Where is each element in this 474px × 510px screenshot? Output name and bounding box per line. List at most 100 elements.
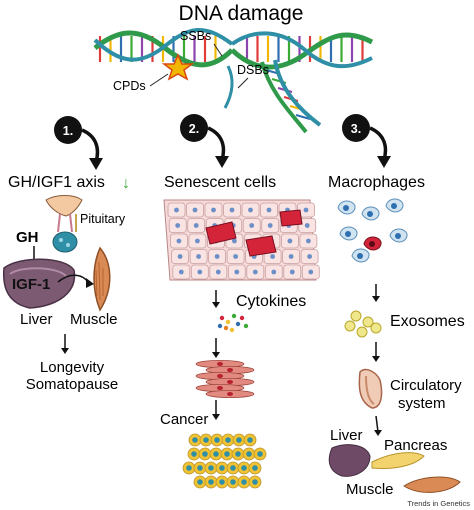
dna-helix-illustration	[93, 28, 374, 134]
label-exosomes: Exosomes	[390, 313, 465, 330]
helix-strand-tail-b	[260, 61, 308, 134]
tumor-nucleus	[197, 479, 203, 485]
label-muscle-3: Muscle	[346, 481, 394, 498]
tumor-nucleus	[236, 437, 242, 443]
exosome-particle	[370, 322, 382, 334]
senescent-tissue-illustration	[163, 199, 320, 281]
pancreas-organ-icon	[371, 452, 425, 469]
cell-nucleus	[211, 207, 216, 213]
cytokine-particle	[229, 327, 235, 333]
label-somatopause: Somatopause	[26, 376, 119, 393]
label-pituitary: Pituitary	[80, 212, 126, 226]
macrophage-cluster	[337, 198, 408, 263]
cell-nucleus	[232, 238, 237, 244]
tumor-nucleus	[230, 465, 236, 471]
muscle-organ-icon	[403, 476, 461, 493]
tumor-cell-mass	[182, 433, 267, 489]
pathway-2-arrowhead	[215, 156, 229, 168]
svg-text:3.: 3.	[351, 122, 361, 136]
helix-strand-right-b	[230, 31, 373, 69]
label-ssbs: SSBs	[180, 29, 211, 43]
cell-nucleus	[303, 207, 309, 213]
base-pair	[295, 114, 311, 120]
tumor-nucleus	[241, 465, 247, 471]
helix-strand-left-b	[93, 28, 234, 62]
cell-nucleus	[175, 223, 181, 228]
tumor-nucleus	[214, 437, 220, 443]
svg-text:1.: 1.	[63, 124, 73, 138]
cytokine-particle	[243, 323, 249, 329]
cell-nucleus	[252, 269, 258, 275]
macrophage-nucleus	[345, 231, 351, 237]
tumor-nucleus	[208, 465, 214, 471]
label-igf1: IGF-1	[12, 276, 50, 293]
label-dsbs: DSBs	[237, 63, 269, 77]
organs-arrowhead	[374, 430, 382, 436]
cell-nucleus	[214, 254, 220, 259]
macrophage-nucleus	[369, 241, 375, 247]
cell-nucleus	[270, 254, 275, 259]
ssbs-pointer	[213, 43, 223, 57]
macrophage-nucleus	[343, 205, 349, 211]
tumor-nucleus	[257, 451, 263, 457]
muscle-fibres	[95, 261, 104, 301]
figure-title: DNA damage	[179, 2, 304, 25]
organs-arrow	[375, 415, 379, 433]
pathway-3-badge: 3.	[342, 114, 370, 142]
fibroblast-nucleus	[217, 362, 223, 366]
tumor-nucleus	[202, 451, 208, 457]
cytokine-particles	[217, 313, 249, 333]
cell-nucleus	[287, 238, 293, 244]
tumor-nucleus	[225, 437, 231, 443]
pathway-3-arrow	[369, 126, 388, 161]
label-longevity: Longevity	[40, 359, 105, 376]
fibroblast-nucleus	[217, 374, 223, 378]
tumor-nucleus	[186, 465, 192, 471]
tissue-cell-grid	[167, 202, 320, 280]
cell-nucleus	[197, 269, 203, 275]
cell-nucleus	[271, 269, 277, 275]
tumor-nucleus	[246, 451, 252, 457]
tumor-nucleus	[224, 451, 230, 457]
cell-nucleus	[304, 223, 310, 228]
exosome-particles	[344, 310, 382, 338]
exosome-particle	[356, 326, 368, 338]
pathway-1-badge: 1.	[54, 116, 82, 144]
helix-broken-end	[223, 65, 234, 109]
cell-nucleus	[192, 207, 198, 213]
liver-organ-icon	[328, 444, 371, 477]
label-cytokines: Cytokines	[236, 293, 306, 310]
cytokine-particle	[217, 323, 223, 329]
tumor-nucleus	[197, 465, 203, 471]
label-liver-1: Liver	[20, 311, 53, 328]
senescent-cell-2	[245, 235, 277, 257]
cell-nucleus	[249, 223, 255, 228]
exosome-particle	[344, 320, 356, 332]
svg-text:2.: 2.	[189, 122, 199, 136]
cytokine-particle	[223, 325, 229, 331]
tumor-nucleus	[192, 437, 198, 443]
dsbs-pointer	[237, 77, 249, 89]
cytokine-particle	[225, 319, 231, 325]
cell-nucleus	[266, 207, 272, 213]
cytokines-arrowhead	[212, 302, 220, 308]
decrease-arrow-icon: ↓	[122, 175, 130, 192]
cell-nucleus	[288, 254, 294, 259]
tumor-nucleus	[213, 451, 219, 457]
tumor-nucleus	[230, 479, 236, 485]
fibroblast-nucleus	[217, 386, 223, 390]
cell-nucleus	[234, 269, 240, 275]
cell-nucleus	[177, 254, 183, 259]
cell-nucleus	[178, 269, 184, 275]
senescent-cell-3	[279, 209, 303, 227]
senescent-cell-1	[205, 221, 237, 245]
exosomes-arrowhead	[372, 296, 380, 302]
cpd-lesion-star-icon	[161, 53, 195, 81]
cytokine-particle	[239, 315, 245, 321]
cell-nucleus	[215, 269, 221, 275]
fibroblast-nucleus	[227, 368, 233, 372]
pathway-2-badge: 2.	[180, 114, 208, 142]
journal-footer: Trends in Genetics	[407, 499, 470, 508]
tumor-nucleus	[252, 479, 258, 485]
blood-vessel-illustration	[358, 368, 383, 409]
